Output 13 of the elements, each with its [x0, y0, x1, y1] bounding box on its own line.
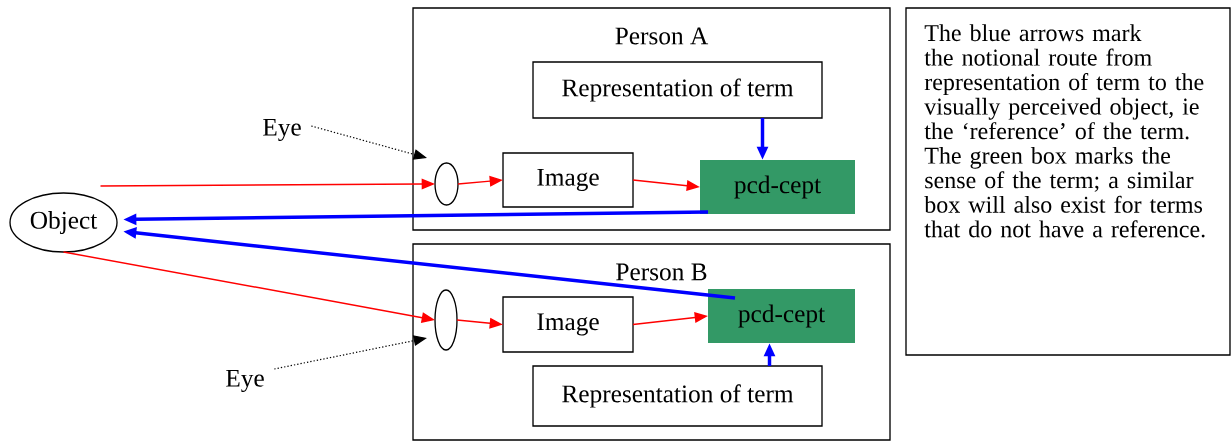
process-box: Image	[502, 152, 634, 208]
concept-box: pcd-cept	[700, 160, 855, 214]
concept-box: pcd-cept	[708, 289, 855, 343]
eye-label: Eye	[226, 369, 264, 392]
eye-ellipse	[434, 289, 458, 351]
arrow	[310, 125, 427, 160]
eye-ellipse	[434, 162, 459, 206]
eye-label: Eye	[263, 118, 301, 141]
process-box: Representation of term	[532, 365, 823, 427]
arrow	[273, 335, 427, 370]
process-box: Representation of term	[532, 61, 823, 119]
note-box: The blue arrows mark the notional route from representation of term to the visually perceived object, ie the ‘reference’ of the term. The green box marks the sense of the term; a similar box will also exist for terms that do not have a reference.	[905, 7, 1231, 356]
process-box: Image	[502, 296, 634, 353]
